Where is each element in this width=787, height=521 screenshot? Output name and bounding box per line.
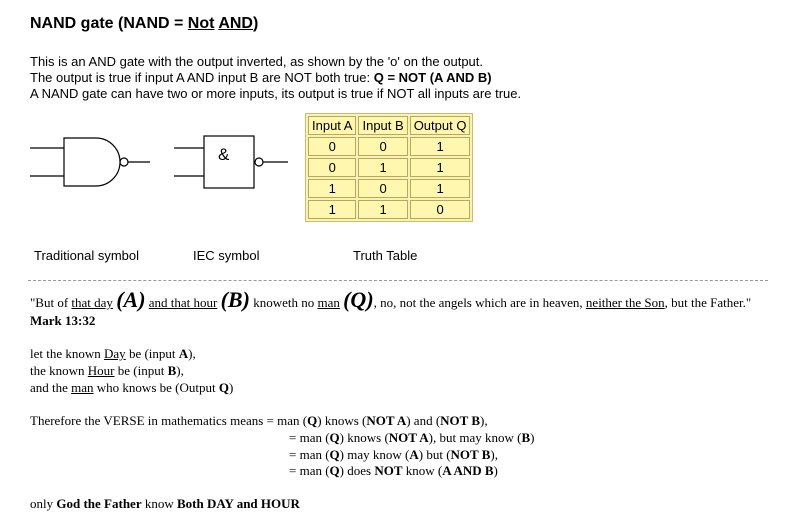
table-cell: 1 — [409, 137, 471, 156]
equation-line-4: = man (Q) does NOT know (A AND B) — [289, 463, 498, 478]
table-cell: 0 — [358, 137, 408, 156]
verse-b: (B) — [220, 287, 250, 312]
table-cell: 1 — [358, 158, 408, 177]
iec-ampersand-label: & — [218, 145, 230, 164]
table-cell: 0 — [308, 137, 357, 156]
intro-line-3: A NAND gate can have two or more inputs,… — [30, 86, 522, 101]
verse-a: (A) — [116, 287, 146, 312]
bible-verse: "But of that day (A) and that hour (B) k… — [30, 287, 752, 329]
conclusion: only God the Father know Both DAY and HO… — [30, 496, 300, 511]
table-cell: 1 — [358, 200, 408, 219]
table-row: 0 0 1 — [308, 137, 471, 156]
table-cell: 1 — [308, 179, 357, 198]
equation-lines: = man (Q) knows (NOT A), but may know (B… — [289, 430, 534, 480]
verse-reference: Mark 13:32 — [30, 313, 96, 328]
caption-traditional-symbol: Traditional symbol — [34, 248, 140, 263]
table-cell: 1 — [409, 158, 471, 177]
column-header: Input A — [308, 116, 357, 135]
table-cell: 1 — [409, 179, 471, 198]
table-cell: 1 — [308, 200, 357, 219]
divider — [28, 280, 768, 281]
table-row: 1 1 0 — [308, 200, 471, 219]
therefore-lead: Therefore the VERSE in mathematics means… — [30, 413, 488, 428]
table-cell: 0 — [308, 158, 357, 177]
intro-line-1: This is an AND gate with the output inve… — [30, 54, 484, 69]
equation-line-2: = man (Q) knows (NOT A), but may know (B… — [289, 430, 535, 445]
caption-truth-table: Truth Table — [353, 248, 418, 263]
column-header: Output Q — [409, 116, 471, 135]
title-and: AND — [218, 15, 253, 32]
definition-man: and the man who knows be (Output Q) — [30, 380, 234, 395]
truth-table-header: Input A Input B Output Q — [308, 116, 471, 135]
caption-iec-symbol: IEC symbol — [193, 248, 260, 263]
iec-nand-symbol — [174, 135, 288, 189]
gate-symbols: & — [30, 135, 288, 189]
definition-hour: the known Hour be (input B), — [30, 363, 184, 378]
intro-line-2: The output is true if input A AND input … — [30, 70, 492, 85]
definition-day: let the known Day be (input A), — [30, 346, 196, 361]
equation-line-3: = man (Q) may know (A) but (NOT B), — [289, 446, 498, 462]
table-cell: 0 — [409, 200, 471, 219]
column-header: Input B — [358, 116, 408, 135]
title-not: Not — [187, 15, 215, 32]
table-row: 1 0 1 — [308, 179, 471, 198]
nand-formula: Q = NOT (A AND B) — [373, 70, 492, 85]
table-cell: 0 — [358, 179, 408, 198]
verse-q: (Q) — [343, 287, 374, 312]
traditional-nand-symbol — [30, 137, 150, 187]
table-row: 0 1 1 — [308, 158, 471, 177]
page-title: NAND gate (NAND = Not AND) — [30, 15, 259, 32]
truth-table: Input A Input B Output Q 0 0 1 0 1 1 1 0… — [305, 113, 474, 222]
